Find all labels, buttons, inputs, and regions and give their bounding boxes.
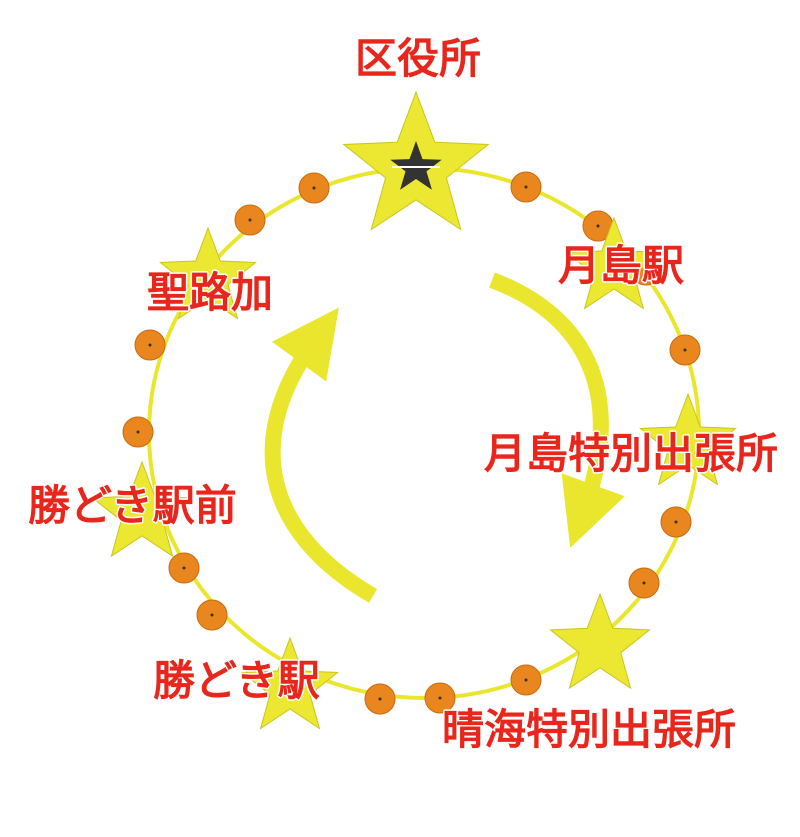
bus-stop-dot (524, 185, 528, 189)
bus-stop-dot (596, 224, 600, 228)
center-star-icon (390, 141, 442, 190)
label-ward-office: 区役所 (355, 34, 481, 83)
label-harumi-branch: 晴海特別出張所 (442, 705, 736, 754)
bus-stop-dot (642, 581, 646, 585)
station-star-icon-tsukishima-branch (639, 392, 737, 486)
station-star-icon-harumi-branch (549, 592, 651, 690)
label-seiroka: 聖路加 (147, 268, 273, 317)
station-labels: 区役所 月島駅 月島特別出張所 晴海特別出張所 勝どき駅 勝どき駅前 聖路加 (27, 33, 780, 756)
bus-stop-dot (210, 613, 214, 617)
station-star-icon-seiroka (159, 226, 257, 320)
bus-stop-dot (683, 348, 687, 352)
bus-stop-dot (248, 218, 252, 222)
label-kachidoki-station: 勝どき駅 (153, 656, 320, 705)
label-kachidoki-ekimae: 勝どき駅前 (28, 481, 237, 530)
bus-stop-dot (312, 186, 316, 190)
bus-stop-dot (148, 343, 152, 347)
ward-office-marker-band (392, 166, 440, 168)
clockwise-arrow-right (489, 272, 625, 548)
station-star-icon-kachidoki-station (241, 636, 339, 730)
label-tsukishima-branch: 月島特別出張所 (484, 429, 778, 478)
clockwise-arrow-left (264, 307, 378, 603)
station-star-icon-kachidoki-ekimae (91, 460, 193, 558)
station-stars (91, 90, 737, 730)
bus-stop-dot (438, 696, 442, 700)
bus-stop-dot (378, 697, 382, 701)
bus-stop-dot (182, 566, 186, 570)
bus-stop-dot (644, 268, 648, 272)
bus-stop-dot (136, 430, 140, 434)
label-tsukishima-station: 月島駅 (558, 241, 684, 290)
bus-stop-dot (674, 520, 678, 524)
station-star-icon-tsukishima-station (565, 216, 663, 310)
bus-stop-dot (524, 678, 528, 682)
ward-office-marker-icon (390, 141, 442, 190)
